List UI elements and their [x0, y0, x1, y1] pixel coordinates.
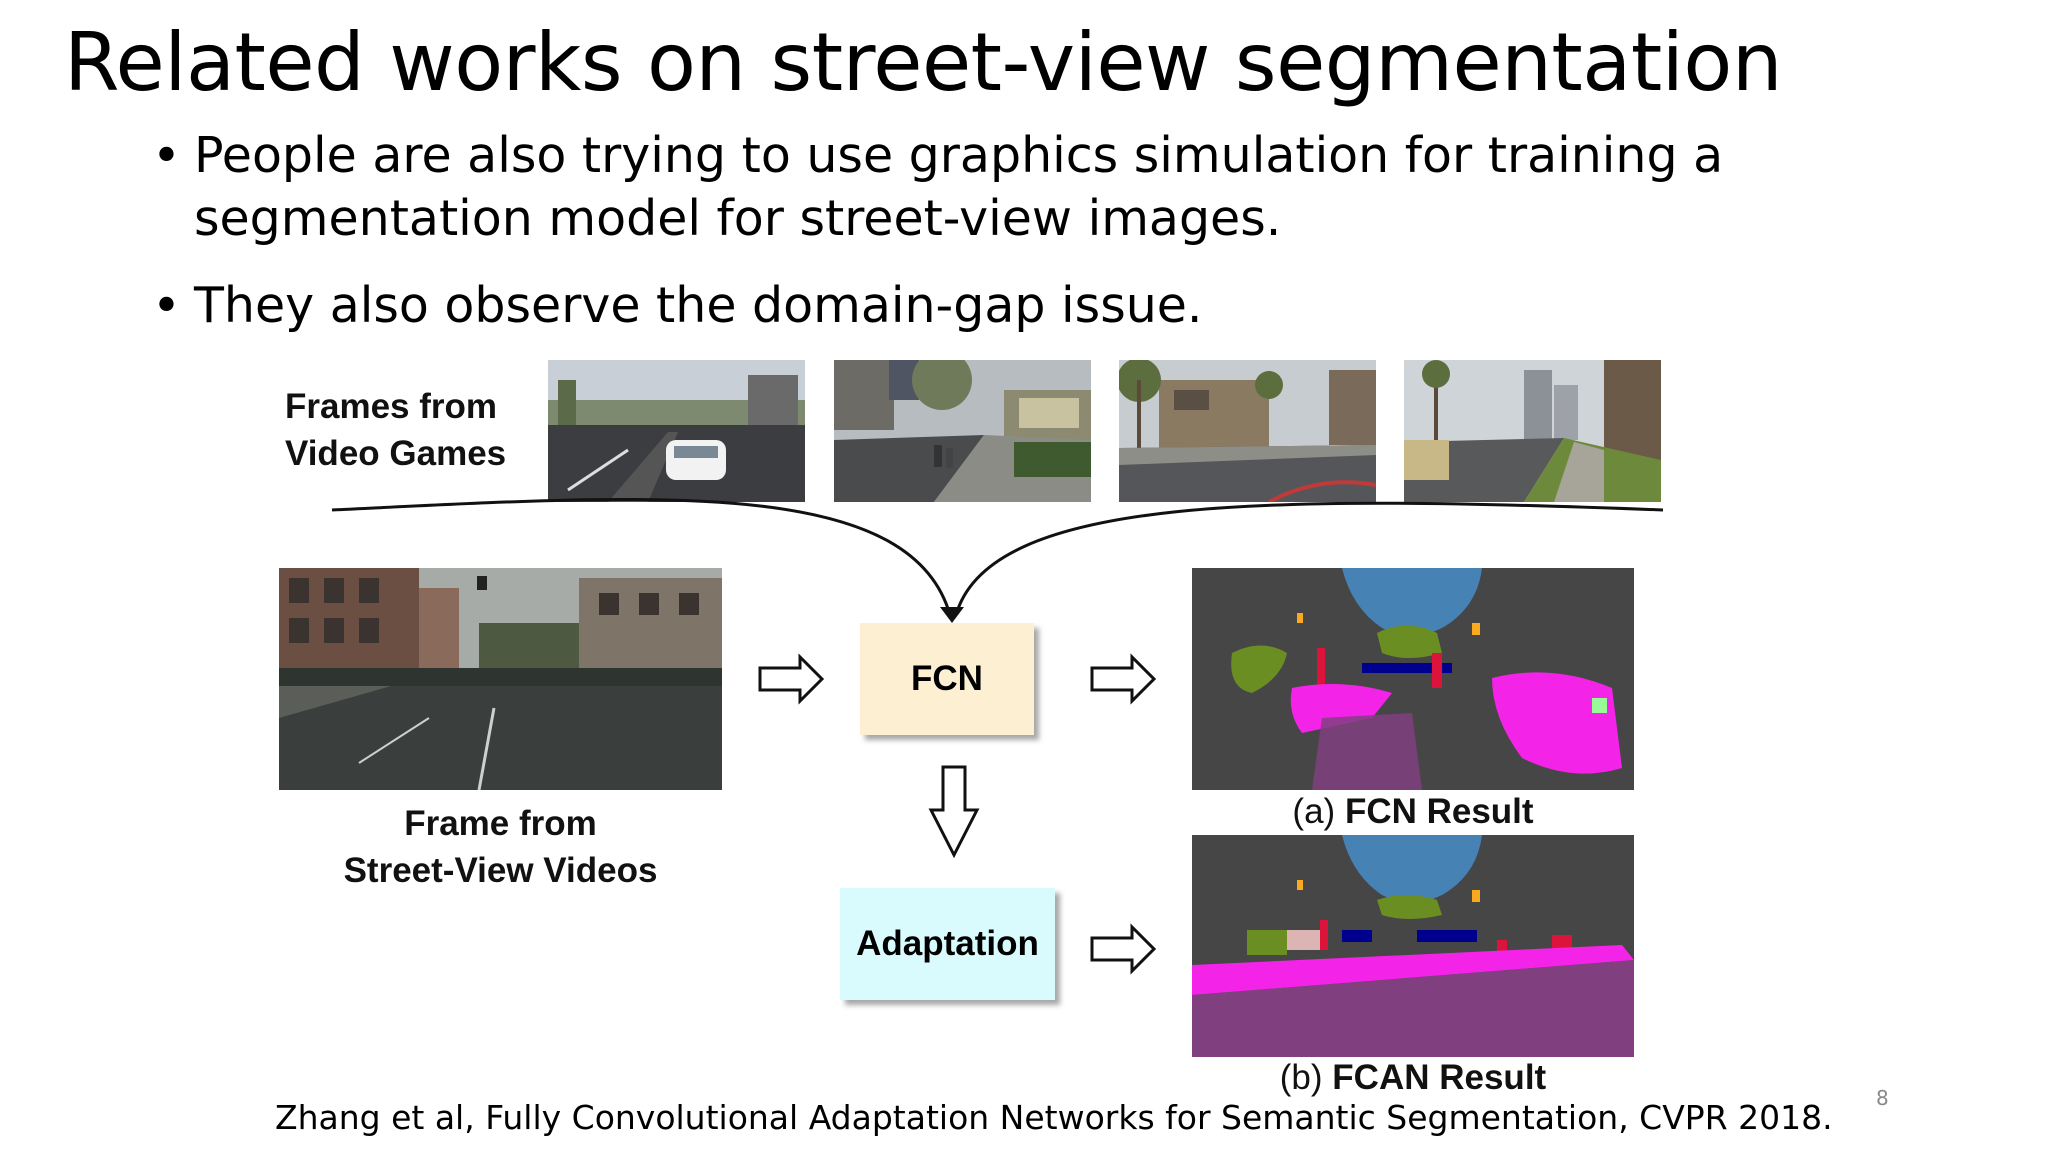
game-frame-4 — [1404, 360, 1661, 502]
fcan-result-name: FCAN Result — [1332, 1058, 1547, 1097]
street-view-label-line2: Street-View Videos — [343, 851, 658, 890]
games-label-line1: Frames from — [285, 387, 498, 426]
fcn-segmentation-map — [1192, 568, 1634, 790]
street-view-frame-image — [279, 568, 722, 790]
game-frame-3-image — [1119, 360, 1376, 502]
curve-arrowhead-icon — [940, 607, 964, 623]
arrow-right-icon — [1090, 653, 1157, 705]
fcn-result-image — [1192, 568, 1634, 790]
game-frame-1 — [548, 360, 805, 502]
fcn-result-caption: (a) FCN Result — [1192, 792, 1634, 832]
games-curve-right — [954, 501, 1664, 616]
fcn-result-prefix: (a) — [1292, 792, 1336, 831]
fcn-box: FCN — [860, 623, 1034, 735]
game-frame-3 — [1119, 360, 1376, 502]
street-view-label: Frame from Street-View Videos — [279, 800, 722, 894]
fcan-result-prefix: (b) — [1279, 1058, 1323, 1097]
street-view-frame — [279, 568, 722, 790]
bullet-item: • People are also trying to use graphics… — [152, 124, 1834, 250]
game-frame-2 — [834, 360, 1091, 502]
games-label-line2: Video Games — [285, 434, 507, 473]
bullet-list: • People are also trying to use graphics… — [152, 124, 1834, 361]
bullet-dot-icon: • — [152, 277, 181, 334]
street-view-label-line1: Frame from — [404, 804, 597, 843]
adaptation-box: Adaptation — [840, 888, 1055, 1000]
bullet-text: People are also trying to use graphics s… — [194, 127, 1724, 247]
fcan-figure: Frames from Video Games — [270, 355, 1690, 1105]
arrow-right-icon — [1090, 923, 1157, 975]
citation: Zhang et al, Fully Convolutional Adaptat… — [275, 1098, 1833, 1137]
fcan-segmentation-map — [1192, 835, 1634, 1057]
arrow-right-icon — [758, 653, 825, 705]
page-number: 8 — [1876, 1086, 1889, 1110]
game-frame-4-image — [1404, 360, 1661, 502]
games-label: Frames from Video Games — [285, 383, 506, 477]
game-frame-1-image — [548, 360, 805, 502]
bullet-dot-icon: • — [152, 127, 181, 184]
fcn-result-name: FCN Result — [1344, 792, 1534, 831]
arrow-down-icon — [928, 765, 980, 859]
bullet-item: • They also observe the domain-gap issue… — [152, 274, 1834, 337]
bullet-text: They also observe the domain-gap issue. — [194, 277, 1203, 334]
slide-title: Related works on street-view segmentatio… — [64, 16, 1783, 109]
fcan-result-image — [1192, 835, 1634, 1057]
games-curve-left — [331, 497, 952, 616]
figure-arrows — [331, 497, 1664, 975]
game-frame-2-image — [834, 360, 1091, 502]
fcan-result-caption: (b) FCAN Result — [1192, 1058, 1634, 1098]
